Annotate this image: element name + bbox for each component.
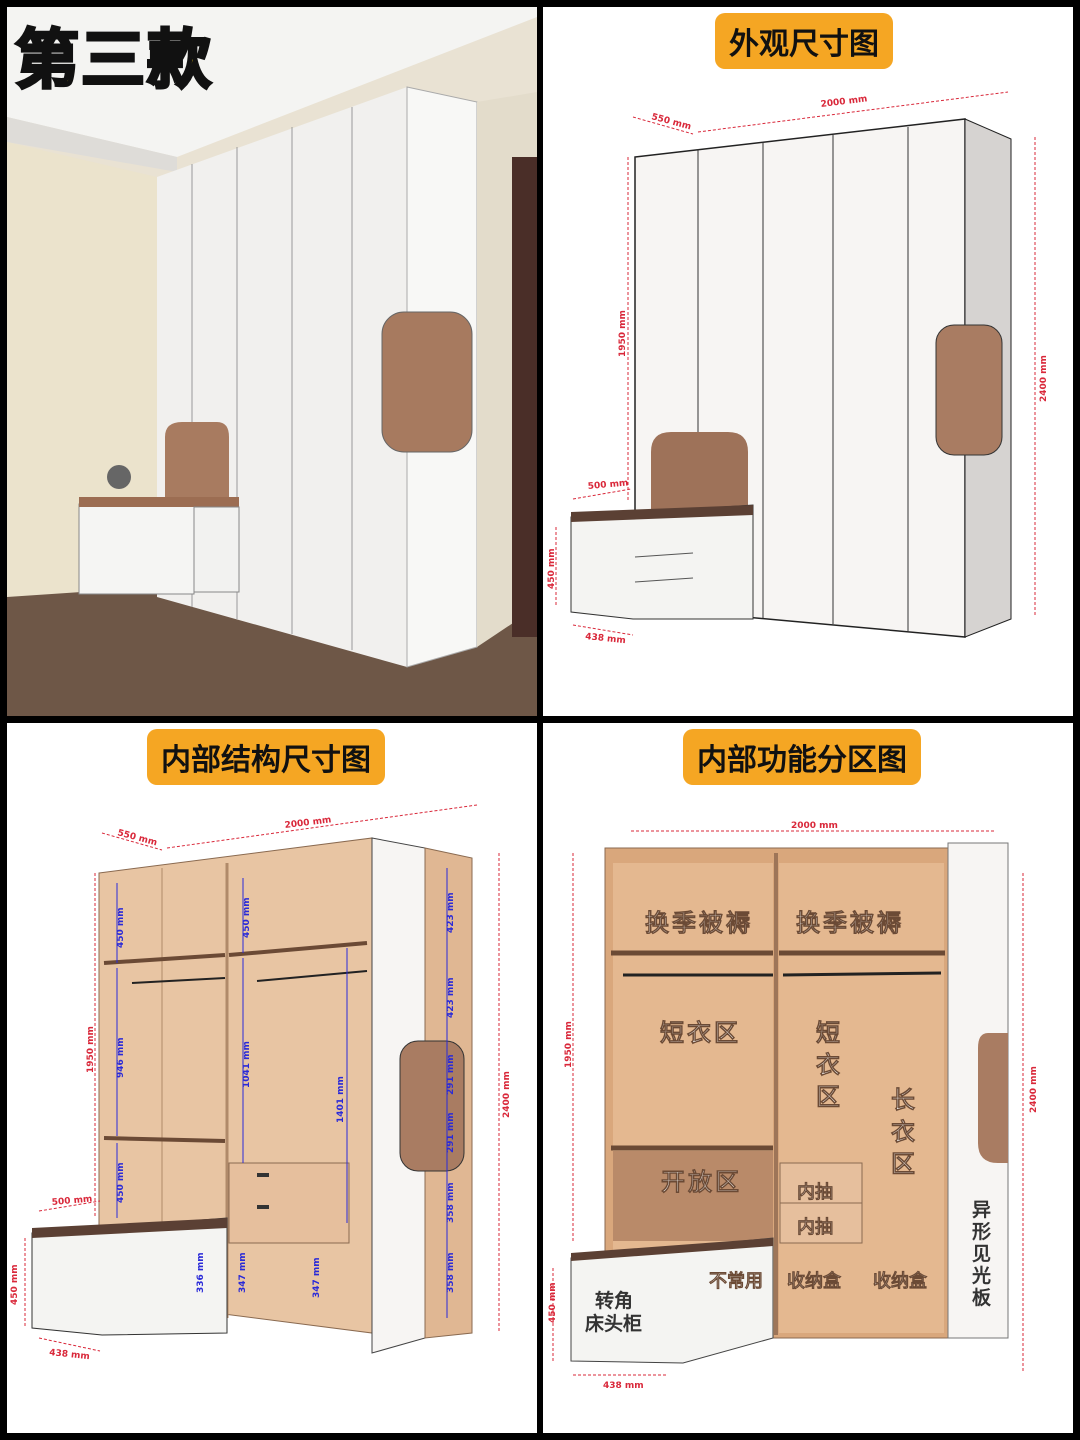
dim-height-main-label: 2400 mm — [502, 1071, 512, 1118]
dim-bench-height-label: 450 mm — [548, 1282, 558, 1323]
zone-label-short-right: 短 — [816, 1019, 843, 1047]
zone-label-quilt-left: 换季被褥 — [645, 909, 753, 937]
inner-dim-label: 450 mm — [116, 1162, 126, 1203]
dim-height-side-label: 1950 mm — [564, 1021, 574, 1068]
inner-dim-label: 336 mm — [196, 1252, 206, 1293]
zone-label-panel: 形 — [972, 1221, 991, 1243]
inner-dim-label: 423 mm — [446, 977, 456, 1018]
dim-height-side-label: 1950 mm — [86, 1026, 96, 1073]
zone-label-short-right: 区 — [816, 1083, 843, 1111]
functional-zones-panel: 2000 mm 1950 mm 2400 mm 450 mm 438 mm 换季… — [543, 723, 1073, 1433]
dim-bench-depth-label: 438 mm — [49, 1348, 91, 1362]
zone-label-box: 收纳盒 — [873, 1270, 928, 1292]
dim-bench-height-label: 450 mm — [547, 548, 557, 589]
room-render-illustration — [7, 7, 537, 716]
inner-dim-label: 946 mm — [116, 1037, 126, 1078]
functional-zones-drawing: 2000 mm 1950 mm 2400 mm 450 mm 438 mm 换季… — [548, 821, 1039, 1391]
zone-label-rare: 不常用 — [709, 1270, 763, 1292]
interior-structure-drawing: 2000 mm 550 mm 2400 mm 1950 mm 500 mm 45… — [10, 804, 512, 1362]
inner-dim-label: 358 mm — [446, 1182, 456, 1223]
exterior-wardrobe-drawing: 2000 mm 550 mm 2400 mm 1950 mm 500 mm 45… — [547, 91, 1049, 646]
inner-dim-label: 423 mm — [446, 892, 456, 933]
zone-label-drawer: 内抽 — [797, 1181, 833, 1203]
dim-height-main-label: 2400 mm — [1029, 1066, 1039, 1113]
dim-bench-height-label: 450 mm — [10, 1264, 20, 1305]
inner-dim-label: 291 mm — [446, 1054, 456, 1095]
zone-label-long: 衣 — [891, 1118, 918, 1146]
zone-label-long: 长 — [891, 1086, 918, 1114]
inner-dim-label: 450 mm — [242, 897, 252, 938]
zone-label-panel: 板 — [972, 1286, 992, 1309]
zone-label-corner: 转角 — [595, 1289, 633, 1312]
exterior-dimensions-title: 外观尺寸图 — [715, 13, 893, 69]
inner-dim-label: 1401 mm — [336, 1076, 346, 1123]
dim-depth-label: 550 mm — [116, 828, 158, 848]
dim-bench-depth-label: 438 mm — [585, 632, 627, 646]
zone-label-drawer: 内抽 — [797, 1216, 833, 1238]
dim-width-label: 2000 mm — [791, 821, 838, 831]
dim-bench-width-label: 500 mm — [51, 1194, 92, 1208]
inner-dim-label: 358 mm — [446, 1252, 456, 1293]
dim-height-main-label: 2400 mm — [1039, 355, 1049, 402]
zone-label-panel: 光 — [971, 1264, 991, 1287]
inner-dim-label: 347 mm — [238, 1252, 248, 1293]
interior-structure-title: 内部结构尺寸图 — [147, 729, 385, 785]
functional-zones-title: 内部功能分区图 — [683, 729, 921, 785]
dim-depth-label: 550 mm — [650, 112, 692, 132]
inner-dim-label: 291 mm — [446, 1112, 456, 1153]
zone-label-box: 收纳盒 — [787, 1270, 842, 1292]
style-number-title: 第三款 — [14, 23, 213, 100]
exterior-dimensions-panel: 2000 mm 550 mm 2400 mm 1950 mm 500 mm 45… — [543, 7, 1073, 716]
zone-label-corner: 床头柜 — [585, 1312, 642, 1335]
zone-label-open: 开放区 — [661, 1168, 742, 1196]
dim-width-label: 2000 mm — [820, 94, 868, 110]
inner-dim-label: 1041 mm — [242, 1041, 252, 1088]
dim-bench-depth-label: 438 mm — [603, 1381, 644, 1391]
zone-label-short-left: 短衣区 — [660, 1019, 741, 1047]
inner-dim-label: 347 mm — [312, 1257, 322, 1298]
interior-structure-panel: 2000 mm 550 mm 2400 mm 1950 mm 500 mm 45… — [7, 723, 537, 1433]
dim-bench-width-label: 500 mm — [587, 478, 628, 492]
zone-label-panel: 见 — [972, 1243, 991, 1265]
zone-label-quilt-right: 换季被褥 — [796, 909, 904, 937]
room-render-panel: 第三款 — [7, 7, 537, 716]
zone-label-panel: 异 — [972, 1199, 991, 1221]
zone-label-short-right: 衣 — [816, 1051, 843, 1079]
zone-label-long: 区 — [891, 1150, 918, 1178]
dim-height-side-label: 1950 mm — [618, 310, 628, 357]
inner-dim-label: 450 mm — [116, 907, 126, 948]
